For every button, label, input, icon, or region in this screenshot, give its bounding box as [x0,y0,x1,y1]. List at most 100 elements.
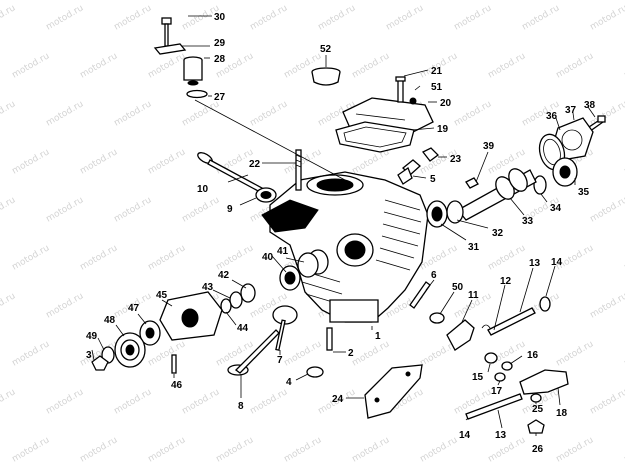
watermark-text: motod.ru [11,243,52,272]
watermark-text: motod.ru [0,387,17,416]
watermark-text: motod.ru [589,387,625,416]
callout-label-5: 5 [430,174,436,185]
watermark-text: motod.ru [0,291,17,320]
tensioner-7 [272,305,298,351]
tappet-28 [183,56,203,86]
callout-label-45: 45 [156,290,168,301]
callout-label-7: 7 [277,355,283,366]
watermark-text: motod.ru [45,195,86,224]
callout-label-9: 9 [227,204,233,215]
watermark-text: motod.ru [79,51,120,80]
watermark-text: motod.ru [215,435,256,464]
callout-label-24: 24 [332,394,344,405]
watermark-text: motod.ru [113,3,154,32]
watermark-text: motod.ru [181,195,222,224]
washer-25 [530,393,542,403]
callout-label-4: 4 [286,377,292,388]
watermark-text: motod.ru [351,339,392,368]
watermark-text: motod.ru [589,291,625,320]
o-ring-27 [186,89,208,99]
watermark-text: motod.ru [283,435,324,464]
callout-label-38: 38 [584,100,596,111]
watermark-text: motod.ru [487,435,528,464]
watermark-text: motod.ru [249,387,290,416]
watermark-text: motod.ru [521,3,562,32]
callout-label-17: 17 [491,386,503,397]
watermark-text: motod.ru [419,243,460,272]
callout-label-27: 27 [214,92,226,103]
callout-label-37: 37 [565,105,577,116]
pin-46 [171,354,177,374]
callout-label-31: 31 [468,242,480,253]
watermark-text: motod.ru [555,339,596,368]
watermark-text: motod.ru [11,51,52,80]
callout-label-33: 33 [522,216,534,227]
callout-label-20: 20 [440,98,452,109]
watermark-text: motod.ru [45,291,86,320]
washer-16 [501,361,513,371]
callout-label-35: 35 [578,187,590,198]
callout-label-50: 50 [452,282,464,293]
callout-label-1: 1 [375,331,381,342]
callout-label-49: 49 [86,331,98,342]
gasket-19 [335,121,415,153]
watermark-text: motod.ru [249,3,290,32]
seal-41 [297,252,319,278]
callout-label-48: 48 [104,315,116,326]
watermark-text: motod.ru [45,3,86,32]
sprocket-48 [114,332,146,368]
callout-label-43: 43 [202,282,214,293]
plug-4 [306,366,324,378]
callout-label-41: 41 [277,246,289,257]
callout-label-18: 18 [556,408,568,419]
watermark-text: motod.ru [45,99,86,128]
bolt-30 [161,17,172,47]
watermark-text: motod.ru [453,3,494,32]
callout-label-52: 52 [320,44,332,55]
washer-44 [220,298,232,314]
watermark-text: motod.ru [79,147,120,176]
watermark-text: motod.ru [215,243,256,272]
callout-label-44: 44 [237,323,249,334]
watermark-text: motod.ru [79,435,120,464]
callout-label-39: 39 [483,141,495,152]
watermark-text: motod.ru [181,99,222,128]
callout-label-6: 6 [431,270,437,281]
seal-9 [255,187,277,203]
watermark-text: motod.ru [453,99,494,128]
shaft-13-upper [487,307,536,336]
valve-8 [227,329,280,376]
gear-47 [139,320,161,346]
spark-plug-5 [397,159,421,185]
callout-label-40: 40 [262,252,274,263]
washer-50 [429,312,445,324]
callout-label-11: 11 [468,290,479,301]
washer-43 [229,291,243,309]
ring-34 [533,175,547,195]
watermark-text: motod.ru [113,195,154,224]
callout-label-42: 42 [218,270,230,281]
watermark-text: motod.ru [385,3,426,32]
watermark-text: motod.ru [79,243,120,272]
watermark-text: motod.ru [487,243,528,272]
callout-label-29: 29 [214,38,226,49]
watermark-text: motod.ru [147,147,188,176]
plate-24 [364,364,423,419]
washer-42 [240,283,256,303]
cover-45 [159,291,223,341]
watermark-text: motod.ru [147,51,188,80]
nut-26 [527,419,545,434]
callout-label-30: 30 [214,12,226,23]
watermark-text: motod.ru [283,339,324,368]
callout-label-36: 36 [546,111,558,122]
watermark-text: motod.ru [0,195,17,224]
rocker-11 [446,319,475,351]
callout-label-23: 23 [450,154,462,165]
cup-52 [311,67,341,86]
callout-label-10: 10 [197,184,209,195]
watermark-text: motod.ru [487,51,528,80]
watermark-text: motod.ru [113,99,154,128]
